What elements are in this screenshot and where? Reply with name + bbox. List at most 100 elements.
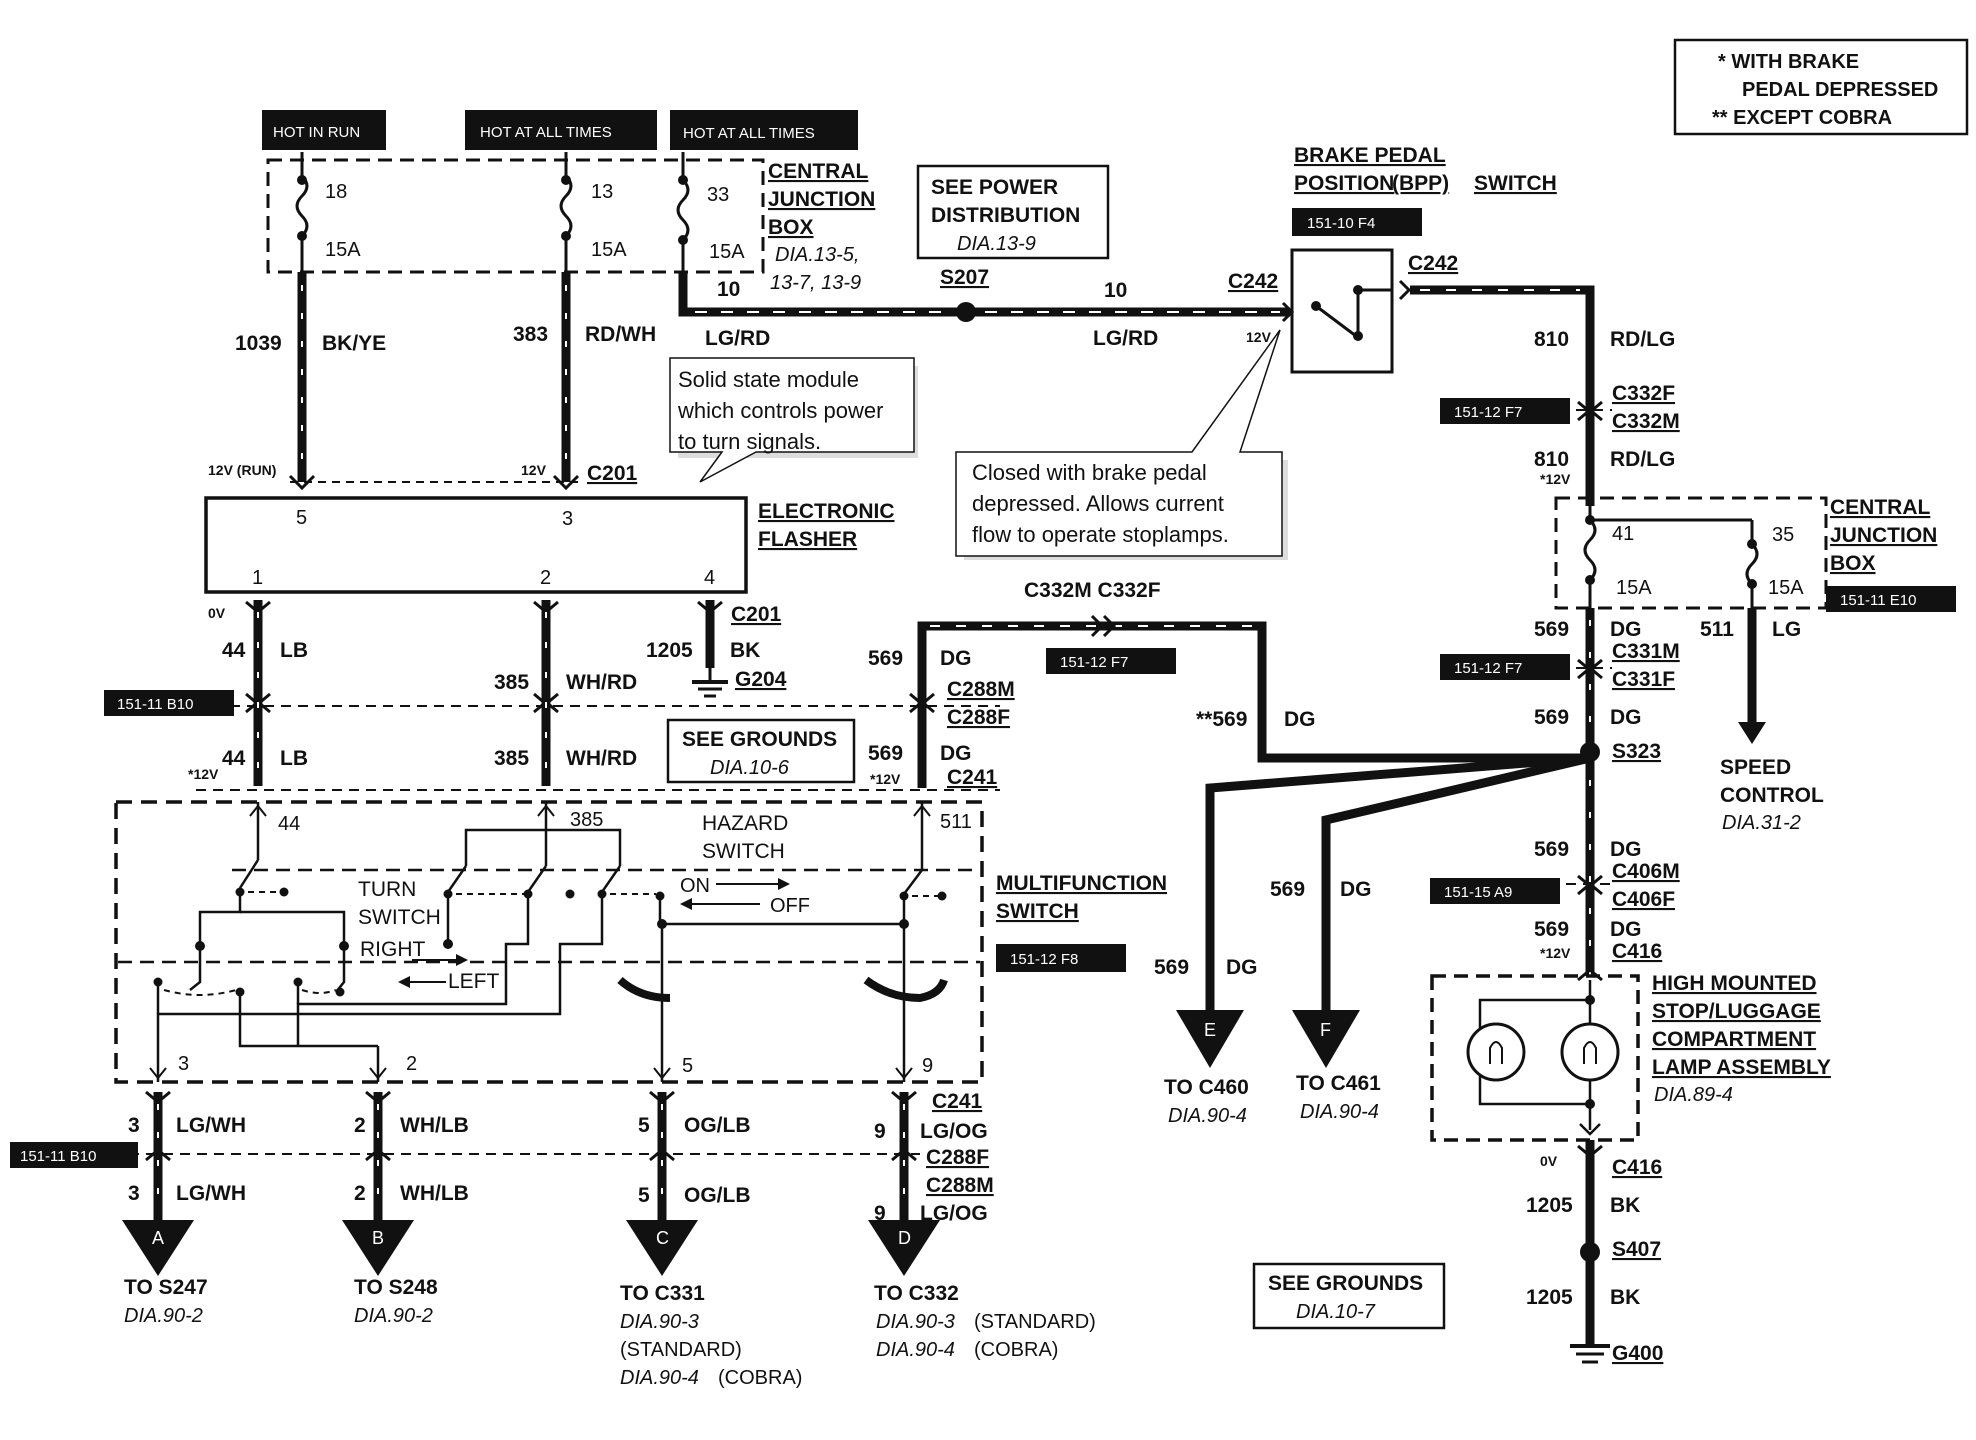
wire-bk: BK bbox=[730, 639, 760, 662]
connector-c242-left: C242 bbox=[1228, 270, 1278, 293]
wire-385b: 385 bbox=[494, 747, 529, 770]
wire-lb-a: LB bbox=[280, 639, 308, 662]
arrow-e-to: TO C460 bbox=[1164, 1076, 1249, 1099]
cjb-right-title-3: BOX bbox=[1830, 552, 1876, 575]
voltage-0v-left: 0V bbox=[208, 605, 226, 621]
wire-rdlg-b: RD/LG bbox=[1610, 448, 1675, 471]
mfs-title-2: SWITCH bbox=[996, 900, 1079, 923]
legend: * WITH BRAKE PEDAL DEPRESSED ** EXCEPT C… bbox=[1673, 38, 1969, 136]
turn-right: RIGHT bbox=[360, 938, 426, 961]
arrow-c-icon bbox=[626, 1220, 698, 1276]
dg-569-path: 569 DG C288M C288F 569 DG *12V C241 C332… bbox=[868, 579, 1590, 789]
bpp-title-2c: SWITCH bbox=[1474, 172, 1557, 195]
connector-c288f: C288F bbox=[947, 706, 1010, 729]
wire-whrd-b: WH/RD bbox=[566, 747, 637, 770]
connector-c406m: C406M bbox=[1612, 860, 1680, 883]
ref-151-15-a9: 151-15 A9 bbox=[1444, 884, 1512, 901]
arrow-a-letter: A bbox=[152, 1228, 164, 1248]
wire-lgrd-a: LG/RD bbox=[705, 327, 770, 350]
see-power-line-2: DISTRIBUTION bbox=[931, 204, 1080, 227]
arrow-f-dia: DIA.90-4 bbox=[1300, 1101, 1379, 1123]
turn-left: LEFT bbox=[448, 970, 500, 993]
connector-c332f: C332F bbox=[1612, 382, 1675, 405]
callout1-line-2: which controls power bbox=[677, 398, 883, 423]
wire-dg-i: DG bbox=[1610, 918, 1642, 941]
cjb-right-title-2: JUNCTION bbox=[1830, 524, 1937, 547]
wire-2b: 2 bbox=[354, 1182, 366, 1205]
arrow-c-dia-1: DIA.90-3 bbox=[620, 1311, 699, 1333]
bottom-wires: C241 3 LG/WH 2 WH/LB 5 OG/LB 9 LG/OG C28… bbox=[10, 1090, 994, 1225]
arrow-f-icon bbox=[1292, 1010, 1360, 1068]
ref-151-12-f7-c: 151-12 F7 bbox=[1454, 660, 1522, 677]
voltage-star-12v-c: *12V bbox=[1540, 471, 1571, 487]
arrow-c-cobra: (COBRA) bbox=[718, 1367, 802, 1389]
fuse-13-amp: 15A bbox=[591, 239, 627, 261]
flasher-pin-1: 1 bbox=[252, 567, 263, 589]
arrow-f-to: TO C461 bbox=[1296, 1072, 1381, 1095]
flasher-title-2: FLASHER bbox=[758, 528, 857, 551]
flasher-pin-2: 2 bbox=[540, 567, 551, 589]
wire-whlb-a: WH/LB bbox=[400, 1114, 469, 1137]
splice-s407: S407 bbox=[1612, 1238, 1661, 1261]
hazard-switch-label-2: SWITCH bbox=[702, 840, 785, 863]
wire-569g: 569 bbox=[1270, 878, 1305, 901]
connector-c241-bottom: C241 bbox=[932, 1090, 983, 1113]
ref-151-11-b10-b: 151-11 B10 bbox=[20, 1148, 96, 1165]
see-grounds-2-dia: DIA.10-7 bbox=[1296, 1301, 1376, 1323]
mfs-pin-9: 9 bbox=[922, 1055, 933, 1077]
flasher-pin-5: 5 bbox=[296, 507, 307, 529]
connector-c406f: C406F bbox=[1612, 888, 1675, 911]
cjb-top-title-1: CENTRAL bbox=[768, 160, 868, 183]
wire-whlb-b: WH/LB bbox=[400, 1182, 469, 1205]
cjb-right-title-1: CENTRAL bbox=[1830, 496, 1930, 519]
arrow-c-dia-2: DIA.90-4 bbox=[620, 1367, 699, 1389]
mfs-title-1: MULTIFUNCTION bbox=[996, 872, 1167, 895]
wire-lb-b: LB bbox=[280, 747, 308, 770]
callout-solid-state-module: Solid state module which controls power … bbox=[669, 357, 918, 483]
wire-511: 511 bbox=[1700, 618, 1734, 641]
connector-c201-top: C201 bbox=[587, 462, 638, 485]
callout1-line-3: to turn signals. bbox=[678, 429, 821, 454]
connector-c416-bottom: C416 bbox=[1612, 1156, 1662, 1179]
arrow-c-to: TO C331 bbox=[620, 1282, 705, 1305]
arrow-b-to: TO S248 bbox=[354, 1276, 438, 1299]
ref-151-12-f7-b: 151-12 F7 bbox=[1454, 404, 1522, 421]
speed-control-arrow-icon bbox=[1738, 722, 1766, 744]
ground-g204: G204 bbox=[735, 668, 787, 691]
fuse-18: 18 bbox=[325, 181, 347, 203]
arrow-b-letter: B bbox=[372, 1228, 384, 1248]
wire-3a: 3 bbox=[128, 1114, 140, 1137]
voltage-12v-383: 12V bbox=[521, 462, 547, 478]
ref-151-12-f8: 151-12 F8 bbox=[1010, 951, 1078, 968]
wire-lgog-b: LG/OG bbox=[920, 1202, 988, 1225]
see-grounds-dia: DIA.10-6 bbox=[710, 757, 790, 779]
flasher-title-1: ELECTRONIC bbox=[758, 500, 895, 523]
cjb-top-title-2: JUNCTION bbox=[768, 188, 875, 211]
wire-dg-d: DG bbox=[1610, 618, 1642, 641]
wire-2a: 2 bbox=[354, 1114, 366, 1137]
see-power-line-1: SEE POWER bbox=[931, 176, 1058, 199]
connector-c288m-bottom: C288M bbox=[926, 1174, 994, 1197]
voltage-star-12v-b: *12V bbox=[870, 771, 901, 787]
arrow-d-dia-2: DIA.90-4 bbox=[876, 1339, 955, 1361]
cjb-top-dia-2: 13-7, 13-9 bbox=[770, 272, 861, 294]
legend-line-3: ** EXCEPT COBRA bbox=[1712, 107, 1892, 129]
arrow-e-dia: DIA.90-4 bbox=[1168, 1105, 1247, 1127]
wire-44a: 44 bbox=[222, 639, 246, 662]
bpp-title-2b: (BPP) bbox=[1392, 172, 1449, 195]
ref-151-11-b10-a: 151-11 B10 bbox=[117, 696, 193, 713]
wire-10b: 10 bbox=[1104, 279, 1127, 302]
wire-dg-b: DG bbox=[940, 742, 972, 765]
wire-oglb-b: OG/LB bbox=[684, 1184, 751, 1207]
voltage-star-12v-d: *12V bbox=[1540, 945, 1571, 961]
wire-383: 383 bbox=[513, 323, 548, 346]
connector-c288f-bottom: C288F bbox=[926, 1146, 989, 1169]
wire-1205: 1205 bbox=[646, 639, 693, 662]
connector-c416-top: C416 bbox=[1612, 940, 1662, 963]
multifunction-switch: 44 385 511 HAZARD SWITCH ON OFF TURN SWI… bbox=[114, 800, 1167, 1084]
lamp-title-3: COMPARTMENT bbox=[1652, 1028, 1816, 1051]
wire-lgrd-b: LG/RD bbox=[1093, 327, 1158, 350]
arrow-d-icon bbox=[868, 1220, 940, 1276]
connector-c332m: C332M bbox=[1612, 410, 1680, 433]
